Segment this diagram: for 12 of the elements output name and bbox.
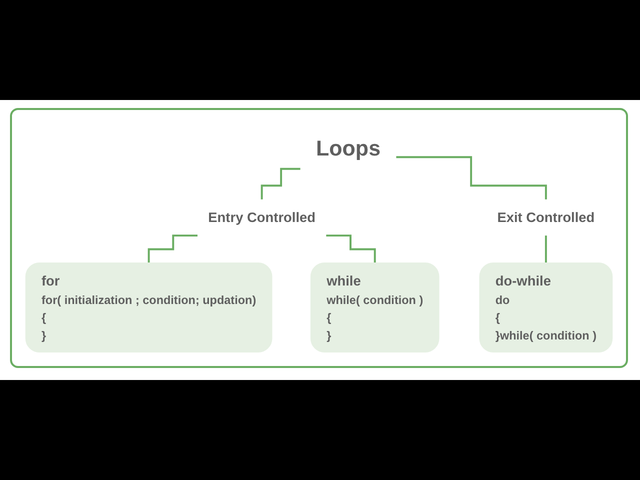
connector [148, 234, 198, 264]
node-text: Loops [316, 136, 381, 160]
node-box [310, 262, 440, 352]
node-box [479, 262, 613, 352]
node-box [25, 262, 272, 352]
node-text: Exit Controlled [497, 209, 595, 225]
connector [544, 234, 547, 264]
diagram-frame: Loops Entry Controlled Exit Controlled for for( initialization ; condition; updation) { } while while( condition ) { } do-while do { }while( condition ) [10, 108, 628, 368]
node-text: Entry Controlled [208, 209, 316, 225]
connector [326, 234, 376, 264]
connector [396, 156, 547, 200]
connector [260, 168, 300, 200]
